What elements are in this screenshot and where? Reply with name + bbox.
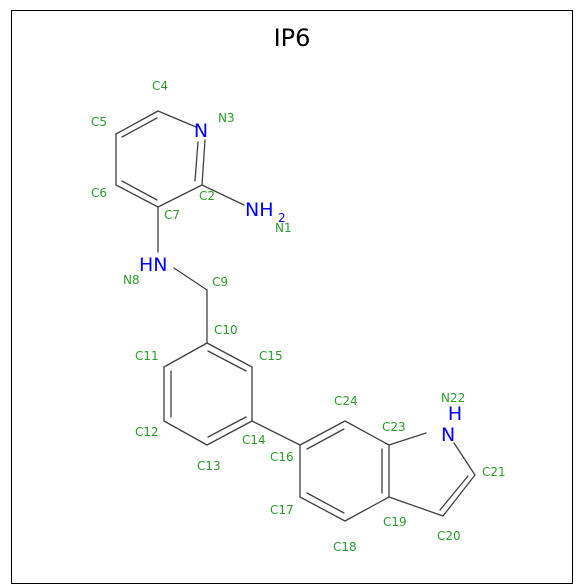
atom-label-c19: C19 bbox=[383, 515, 407, 529]
heteroatom-labels: N NH 2 HN H N bbox=[139, 120, 462, 446]
atom-label-n3: N3 bbox=[218, 111, 235, 125]
atom-label-n22: N22 bbox=[441, 391, 465, 405]
bond-c16-c24-inner bbox=[306, 428, 345, 450]
atom-index-labels: C4 C5 N3 C6 C7 C2 N1 N8 C9 C10 C11 C15 C… bbox=[91, 79, 506, 554]
atom-label-c16: C16 bbox=[270, 450, 294, 464]
bond-c7-c2 bbox=[157, 184, 203, 208]
atom-label-c12: C12 bbox=[135, 425, 159, 439]
bond-c18-c17-inner bbox=[306, 492, 345, 514]
bond-c2-n3 bbox=[201, 139, 206, 186]
atom-label-c10: C10 bbox=[214, 323, 238, 337]
bond-c20-c19 bbox=[388, 496, 444, 517]
bond-c13-c14-inner bbox=[207, 416, 247, 438]
atom-label-c23: C23 bbox=[382, 420, 406, 434]
atom-label-c18: C18 bbox=[333, 540, 357, 554]
bond-c21-c20-inner bbox=[439, 475, 469, 511]
bond-c2-n1 bbox=[201, 184, 245, 206]
atom-n1-symbol: NH bbox=[245, 199, 274, 221]
atom-label-c20: C20 bbox=[437, 529, 461, 543]
atom-label-c4: C4 bbox=[152, 79, 168, 93]
atom-label-c17: C17 bbox=[270, 503, 294, 517]
atom-label-c24: C24 bbox=[334, 394, 358, 408]
atom-label-c5: C5 bbox=[91, 115, 107, 129]
atom-label-c11: C11 bbox=[135, 349, 159, 363]
atom-label-c15: C15 bbox=[259, 349, 283, 363]
bond-c18-c17 bbox=[299, 496, 346, 522]
atom-label-c13: C13 bbox=[197, 459, 221, 473]
atom-n22-hydrogen: H bbox=[448, 403, 462, 425]
bond-c23-n22 bbox=[388, 432, 427, 446]
atom-label-c9: C9 bbox=[212, 275, 228, 289]
atom-n1-subscript: 2 bbox=[278, 211, 286, 225]
atom-label-n1: N1 bbox=[275, 221, 292, 235]
bonds bbox=[115, 110, 476, 522]
bond-c10-c15 bbox=[206, 342, 253, 368]
bond-c19-c18 bbox=[344, 496, 390, 522]
atom-label-c21: C21 bbox=[482, 465, 506, 479]
bond-c21-c20 bbox=[442, 474, 476, 517]
bond-c10-c11 bbox=[163, 342, 208, 368]
atom-n3-symbol: N bbox=[194, 120, 208, 142]
atom-label-n8: N8 bbox=[123, 273, 140, 287]
atom-n22-symbol: N bbox=[441, 424, 455, 446]
bond-c12-c13 bbox=[163, 420, 208, 446]
bond-c4-c5 bbox=[115, 110, 159, 135]
bond-c24-c23 bbox=[344, 420, 390, 446]
bond-c4-c5-inner bbox=[121, 117, 158, 138]
atom-label-c2: C2 bbox=[199, 189, 215, 203]
bond-c13-c14 bbox=[206, 420, 253, 446]
bond-c4-n3 bbox=[157, 110, 197, 128]
atom-label-c7: C7 bbox=[164, 208, 180, 222]
atom-label-c6: C6 bbox=[91, 186, 107, 200]
bond-c14-c16 bbox=[251, 420, 301, 446]
diagram-title: IP6 bbox=[273, 24, 311, 52]
bond-c6-c7 bbox=[115, 184, 159, 208]
bond-c10-c15-inner bbox=[207, 350, 247, 372]
bond-c2-n3-inner bbox=[194, 141, 199, 182]
bond-c6-c7-inner bbox=[121, 180, 158, 201]
atom-n8-symbol: HN bbox=[139, 254, 168, 276]
bond-c16-c24 bbox=[299, 420, 346, 446]
atom-label-c14: C14 bbox=[242, 433, 266, 447]
diagram-frame bbox=[11, 10, 573, 584]
bond-n22-c21 bbox=[453, 442, 476, 476]
bond-n8-c9 bbox=[173, 267, 208, 291]
